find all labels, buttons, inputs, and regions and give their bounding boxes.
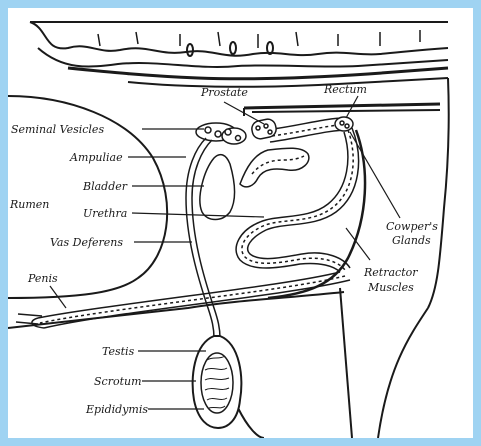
- label-seminal-vesicles: Seminal Vesicles: [11, 123, 104, 136]
- label-cowpers-line2: Glands: [392, 234, 431, 247]
- label-retractor-line1: Retractor: [363, 266, 418, 279]
- label-prostate: Prostate: [200, 86, 248, 99]
- spine-outline: [30, 22, 448, 87]
- label-cowpers-line1: Cowper's: [386, 220, 438, 233]
- diagram-panel: Prostate Rectum Seminal Vesicles Ampulia…: [8, 8, 473, 438]
- label-rumen: Rumen: [9, 198, 49, 211]
- label-epididymis: Epididymis: [85, 403, 148, 416]
- label-bladder: Bladder: [82, 180, 128, 193]
- bladder-shape: [200, 155, 235, 220]
- label-ampuliae: Ampuliae: [69, 151, 123, 164]
- scrotum-shape: [193, 336, 242, 428]
- upper-duct: [240, 148, 309, 187]
- prostate-shape: [250, 118, 277, 141]
- cowpers-glands-shape: [335, 117, 353, 131]
- penis-shaft: [16, 272, 350, 328]
- label-scrotum: Scrotum: [94, 375, 142, 388]
- label-urethra: Urethra: [83, 207, 127, 220]
- label-vas-deferens: Vas Deferens: [50, 236, 123, 249]
- anatomy-diagram: Prostate Rectum Seminal Vesicles Ampulia…: [8, 8, 473, 438]
- label-retractor-line2: Muscles: [367, 281, 414, 294]
- label-penis: Penis: [27, 272, 58, 285]
- label-testis: Testis: [102, 345, 135, 358]
- label-rectum: Rectum: [323, 83, 367, 96]
